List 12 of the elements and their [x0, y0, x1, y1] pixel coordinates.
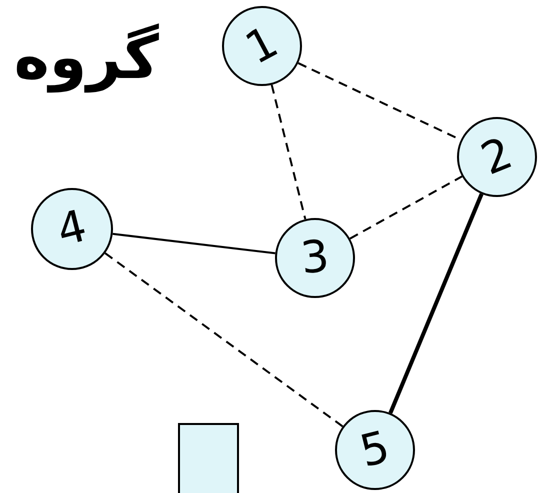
- thick-line: [388, 193, 484, 414]
- connector-line: [112, 232, 276, 254]
- dashed-line: [104, 252, 344, 428]
- dashed-line: [350, 176, 462, 240]
- node-number: 5: [356, 425, 394, 475]
- node-number: 3: [298, 234, 332, 282]
- square: [178, 423, 239, 493]
- node-number: 1: [239, 20, 285, 72]
- dashed-line: [270, 84, 306, 220]
- title: گروه: [14, 22, 159, 94]
- node-number: 2: [476, 131, 518, 183]
- node-number: 4: [53, 204, 91, 254]
